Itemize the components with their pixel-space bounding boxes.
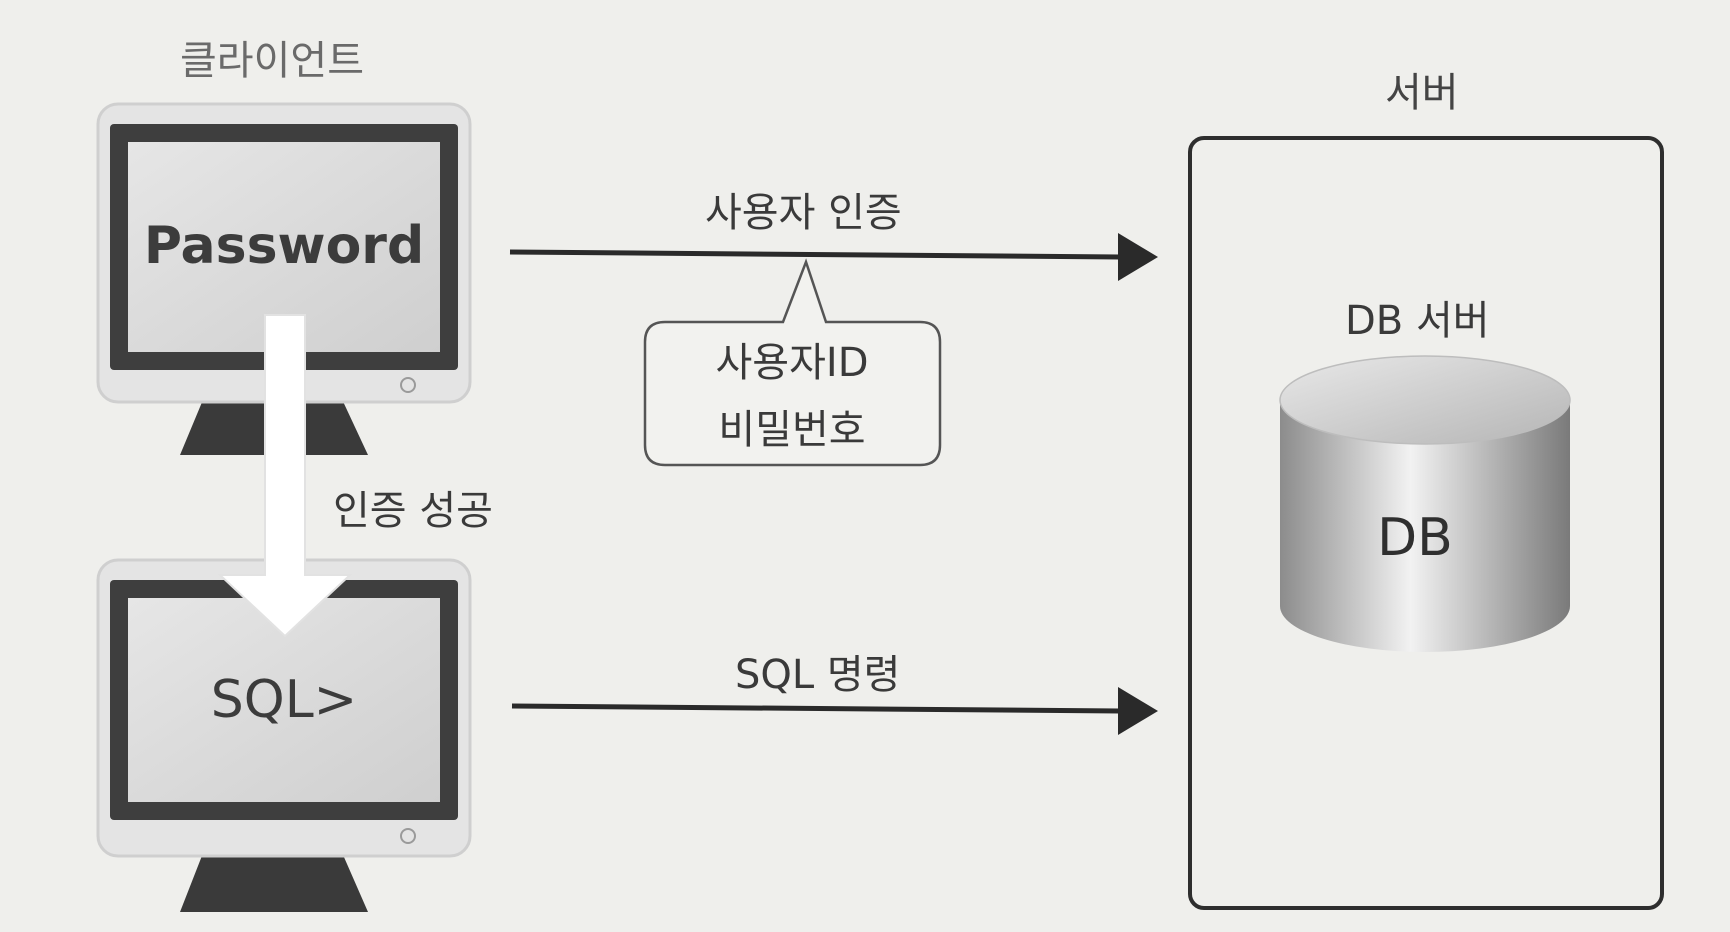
bottom-monitor-stand (180, 848, 368, 912)
callout-password: 비밀번호 (718, 407, 866, 453)
sql-prompt-text: SQL> (210, 670, 358, 730)
callout-user-id: 사용자ID (715, 340, 869, 386)
sql-arrow (511, 687, 1158, 735)
auth-success-arrow (217, 314, 353, 638)
sql-command-label: SQL 명령 (735, 652, 901, 698)
credentials-callout (643, 258, 942, 467)
auth-success-label: 인증 성공 (333, 488, 493, 534)
db-cylinder-icon (1279, 355, 1571, 652)
auth-arrow (509, 233, 1158, 281)
db-label: DB (1377, 508, 1453, 568)
auth-label: 사용자 인증 (705, 190, 902, 236)
db-server-label: DB 서버 (1345, 298, 1490, 344)
password-screen-text: Password (143, 216, 425, 276)
bottom-monitor-power-icon (400, 828, 416, 844)
client-title: 클라이언트 (180, 38, 364, 84)
server-title: 서버 (1385, 70, 1459, 116)
top-monitor-power-icon (400, 377, 416, 393)
top-monitor (96, 102, 472, 455)
server-box (1188, 136, 1664, 910)
